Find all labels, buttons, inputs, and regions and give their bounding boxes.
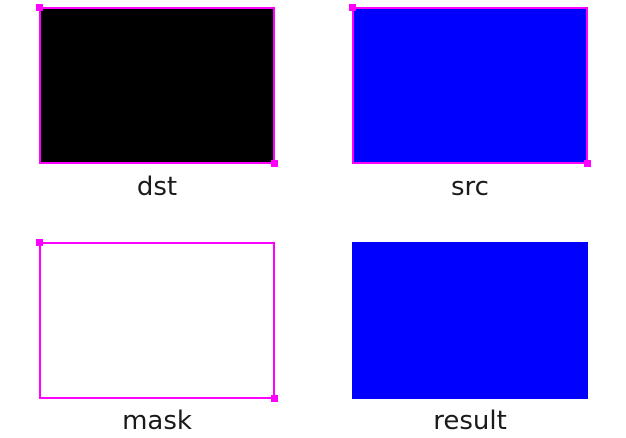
dst-label: dst [136, 172, 178, 202]
src-rectangle [349, 4, 591, 167]
mask-rectangle [36, 239, 278, 402]
selection-handle-top-left[interactable] [36, 4, 43, 11]
result-label: result [433, 406, 507, 436]
mask-label: mask [122, 406, 192, 436]
selection-handle-bottom-right[interactable] [584, 160, 591, 167]
selection-handle-bottom-right[interactable] [271, 395, 278, 402]
selection-handle-top-left[interactable] [349, 4, 356, 11]
selection-handle-top-left[interactable] [36, 239, 43, 246]
src-label: src [451, 172, 489, 202]
dst-rectangle [36, 4, 278, 167]
selection-handle-bottom-right[interactable] [271, 160, 278, 167]
result-rectangle [352, 242, 588, 399]
